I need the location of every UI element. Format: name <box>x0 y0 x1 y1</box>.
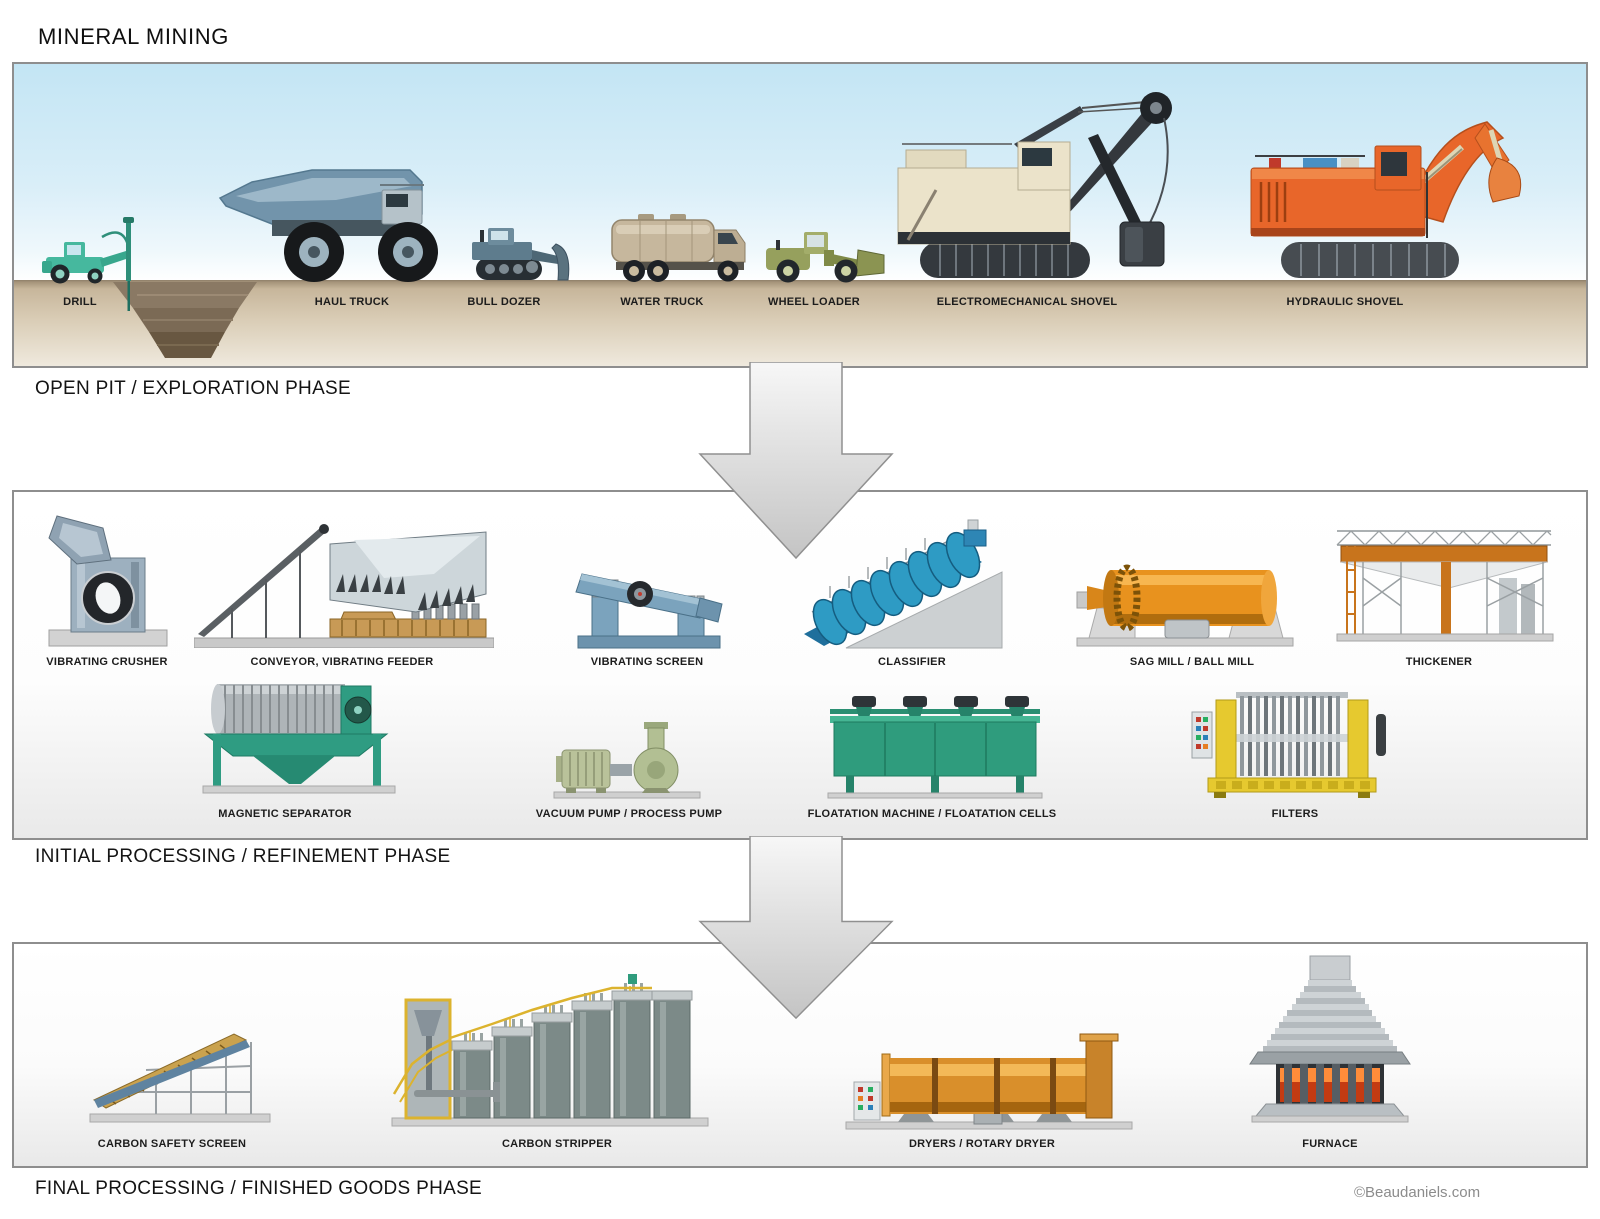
furnace-illustration <box>1248 954 1414 1126</box>
wheel-loader-illustration <box>762 222 890 284</box>
equip-label: DRILL <box>63 296 97 308</box>
equip-label: WATER TRUCK <box>620 296 704 308</box>
conveyor-vibrating-feeder-illustration <box>194 516 494 648</box>
open-pit-illustration <box>109 282 261 362</box>
filters-illustration <box>1190 684 1395 802</box>
water-truck-illustration <box>608 204 756 284</box>
classifier-illustration <box>794 516 1006 650</box>
equip-label: CLASSIFIER <box>878 656 946 668</box>
down-arrow-icon <box>698 362 894 560</box>
equip-label: WHEEL LOADER <box>767 296 861 308</box>
phase1-title: OPEN PIT / EXPLORATION PHASE <box>35 378 351 399</box>
phase2-title: INITIAL PROCESSING / REFINEMENT PHASE <box>35 846 451 867</box>
equip-label: HAUL TRUCK <box>314 296 390 308</box>
dryers-rotary-dryer-illustration <box>844 1030 1136 1130</box>
equip-label: VACUUM PUMP / PROCESS PUMP <box>535 808 723 820</box>
magnetic-separator-illustration <box>195 678 405 796</box>
bull-dozer-illustration <box>460 222 580 284</box>
equip-label: SAG MILL / BALL MILL <box>1129 656 1255 668</box>
floatation-machine-illustration <box>820 682 1050 800</box>
equip-label: DRYERS / ROTARY DRYER <box>908 1138 1056 1150</box>
equip-label: VIBRATING SCREEN <box>590 656 704 668</box>
equip-label: FLOATATION MACHINE / FLOATATION CELLS <box>807 808 1057 820</box>
thickener-illustration <box>1329 522 1561 650</box>
equip-label: THICKENER <box>1405 656 1473 668</box>
ground-strip <box>14 280 1586 366</box>
equip-label: BULL DOZER <box>467 296 541 308</box>
equip-label: ELECTROMECHANICAL SHOVEL <box>936 296 1118 308</box>
equip-label: HYDRAULIC SHOVEL <box>1286 296 1404 308</box>
equip-label: MAGNETIC SEPARATOR <box>218 808 352 820</box>
copyright-credit: ©Beaudaniels.com <box>1353 1184 1481 1201</box>
drill-illustration <box>40 217 158 313</box>
equip-label: FILTERS <box>1271 808 1319 820</box>
sag-mill-ball-mill-illustration <box>1069 548 1301 648</box>
equip-label: CONVEYOR, VIBRATING FEEDER <box>250 656 434 668</box>
hydraulic-shovel-illustration <box>1247 72 1529 284</box>
vibrating-screen-illustration <box>574 538 726 650</box>
haul-truck-illustration <box>214 158 460 284</box>
carbon-safety-screen-illustration <box>86 1024 276 1126</box>
page-title: MINERAL MINING <box>38 24 229 49</box>
equip-label: CARBON STRIPPER <box>501 1138 613 1150</box>
carbon-stripper-illustration <box>390 970 710 1130</box>
equip-label: VIBRATING CRUSHER <box>46 656 168 668</box>
equip-label: FURNACE <box>1302 1138 1358 1150</box>
electromechanical-shovel-illustration <box>892 72 1214 284</box>
phase3-title: FINAL PROCESSING / FINISHED GOODS PHASE <box>35 1178 483 1199</box>
down-arrow-icon <box>698 836 894 1020</box>
equip-label: CARBON SAFETY SCREEN <box>97 1138 247 1150</box>
vacuum-pump-process-pump-illustration <box>550 718 705 800</box>
vibrating-crusher-illustration <box>47 512 169 650</box>
phase1-panel: DRILL HAUL TRUCK BULL DOZER WATER TRUCK … <box>12 62 1588 368</box>
